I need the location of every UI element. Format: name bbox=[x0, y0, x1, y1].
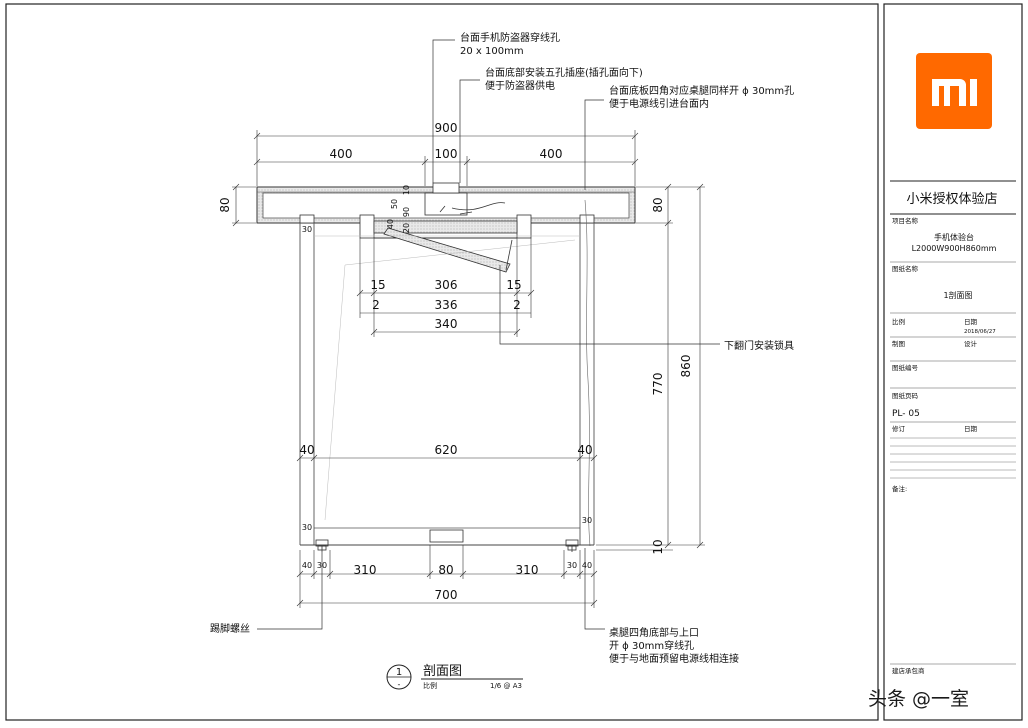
note-leg-hole-1: 桌腿四角底部与上口 bbox=[609, 626, 699, 639]
note-anti-theft-hole-1: 台面手机防盗器穿线孔 bbox=[460, 31, 560, 44]
date-label: 日期 bbox=[964, 318, 978, 326]
dim-400-right: 400 bbox=[540, 147, 563, 161]
drawing-name: 1剖面图 bbox=[943, 290, 972, 300]
annotations: 台面手机防盗器穿线孔 20 x 100mm 台面底部安装五孔插座(插孔面向下) … bbox=[210, 31, 794, 665]
section-number: 1 bbox=[396, 667, 402, 678]
design-label: 设计 bbox=[964, 339, 978, 348]
dim-400-left: 400 bbox=[330, 147, 353, 161]
dim-base-40-left: 40 bbox=[302, 561, 312, 570]
foot-screw-left-icon bbox=[315, 539, 329, 552]
dim-100: 100 bbox=[435, 147, 458, 161]
brand-logo bbox=[916, 53, 992, 129]
dim-2-right: 2 bbox=[513, 298, 521, 312]
section-dash: - bbox=[398, 680, 401, 689]
reference-lines bbox=[314, 235, 580, 521]
dim-socket-20: 20 bbox=[402, 223, 411, 233]
note-socket-1: 台面底部安装五孔插座(插孔面向下) bbox=[485, 66, 643, 79]
caption-scale-label: 比例 bbox=[423, 681, 437, 690]
builder-label: 建店承包商 bbox=[892, 666, 925, 675]
remarks-label: 备注: bbox=[892, 484, 907, 493]
foot-screw-right-icon bbox=[565, 539, 579, 552]
mi-logo-icon bbox=[932, 79, 977, 106]
block-right bbox=[579, 214, 595, 224]
dim-30-leg-top: 30 bbox=[302, 225, 312, 234]
dim-860: 860 bbox=[679, 355, 693, 378]
tray-support-left bbox=[359, 214, 375, 239]
block-left bbox=[299, 214, 315, 224]
dim-base-310-right: 310 bbox=[516, 563, 539, 577]
dim-socket-50: 50 bbox=[390, 199, 399, 209]
power-cable bbox=[439, 202, 506, 215]
dim-base-30-right: 30 bbox=[567, 561, 577, 570]
dim-80-right: 80 bbox=[651, 197, 665, 212]
drawing-no-label: 图纸编号 bbox=[892, 363, 919, 372]
dimension-lines bbox=[232, 130, 705, 608]
store-name: 小米授权体验店 bbox=[906, 191, 997, 207]
dim-336: 336 bbox=[435, 298, 458, 312]
title-block-frame bbox=[883, 3, 1023, 721]
note-lock: 下翻门安装锁具 bbox=[724, 339, 794, 352]
date-value: 2018/06/27 bbox=[964, 329, 996, 335]
drop-down-door bbox=[383, 227, 511, 273]
dim-base-30-left: 30 bbox=[317, 561, 327, 570]
tray-support-right bbox=[516, 214, 532, 239]
caption-scale-value: 1/6 @ A3 bbox=[490, 682, 522, 690]
section-caption: 1 - 剖面图 比例 1/6 @ A3 bbox=[386, 664, 523, 690]
scale-label: 比例 bbox=[892, 317, 905, 326]
dim-30-bottom-right: 30 bbox=[582, 516, 592, 525]
dim-socket-10: 10 bbox=[402, 185, 411, 195]
leader-lines bbox=[257, 39, 720, 630]
dim-340: 340 bbox=[435, 317, 458, 331]
dimension-labels: 900 400 100 400 80 80 30 10 50 90 40 20 … bbox=[218, 121, 693, 602]
page-label: 图纸页码 bbox=[892, 391, 919, 400]
drawing-name-label: 图纸名称 bbox=[892, 264, 919, 273]
dim-40-left: 40 bbox=[299, 443, 314, 457]
note-leg-hole-3: 便于与地面预留电源线相连接 bbox=[609, 652, 739, 665]
note-corner-hole-2: 便于电源线引进台面内 bbox=[609, 97, 709, 110]
dim-base-40-right: 40 bbox=[582, 561, 592, 570]
title-block: 小米授权体验店 项目名称 手机体验台 L2000W900H860mm 图纸名称 … bbox=[890, 53, 1016, 675]
revision-date-label: 日期 bbox=[964, 425, 978, 433]
note-corner-hole-1: 台面底板四角对应桌腿同样开 ϕ 30mm孔 bbox=[609, 84, 794, 97]
dim-770: 770 bbox=[651, 373, 665, 396]
watermark: 头条 @一室 bbox=[868, 688, 969, 710]
note-leg-hole-2: 开 ϕ 30mm穿线孔 bbox=[609, 639, 694, 652]
dim-15-left: 15 bbox=[370, 278, 385, 292]
section-title: 剖面图 bbox=[423, 664, 462, 679]
note-anti-theft-hole-2: 20 x 100mm bbox=[460, 46, 524, 57]
dim-306: 306 bbox=[435, 278, 458, 292]
dim-40-right: 40 bbox=[577, 443, 592, 457]
drawing-frame bbox=[5, 3, 879, 721]
base-center-block bbox=[429, 529, 464, 543]
project-label: 项目名称 bbox=[892, 216, 919, 225]
dim-620: 620 bbox=[435, 443, 458, 457]
revision-label: 修订 bbox=[892, 424, 906, 433]
dim-15-right: 15 bbox=[506, 278, 521, 292]
socket-box bbox=[424, 192, 468, 216]
project-name-line2: L2000W900H860mm bbox=[912, 244, 997, 253]
dim-700: 700 bbox=[435, 588, 458, 602]
dim-2-left: 2 bbox=[372, 298, 380, 312]
dim-80-left: 80 bbox=[218, 197, 232, 212]
dim-socket-40: 40 bbox=[386, 219, 395, 229]
dim-30-bottom-left: 30 bbox=[302, 523, 312, 532]
cable-in-leg bbox=[584, 199, 591, 547]
note-foot-screw: 踢脚螺丝 bbox=[210, 622, 250, 635]
revision-rows bbox=[890, 437, 1016, 479]
dim-10: 10 bbox=[651, 539, 665, 554]
table-section-drawing bbox=[256, 182, 636, 552]
page-value: PL- 05 bbox=[892, 409, 920, 419]
note-socket-2: 便于防盗器供电 bbox=[485, 79, 555, 92]
dim-base-80: 80 bbox=[438, 563, 453, 577]
dim-socket-90: 90 bbox=[402, 207, 411, 217]
anti-theft-hole bbox=[432, 182, 460, 194]
dim-900: 900 bbox=[435, 121, 458, 135]
project-name-line1: 手机体验台 bbox=[934, 232, 974, 242]
drawn-label: 制图 bbox=[892, 339, 905, 348]
tray-inner bbox=[373, 220, 518, 234]
dim-base-310-left: 310 bbox=[354, 563, 377, 577]
